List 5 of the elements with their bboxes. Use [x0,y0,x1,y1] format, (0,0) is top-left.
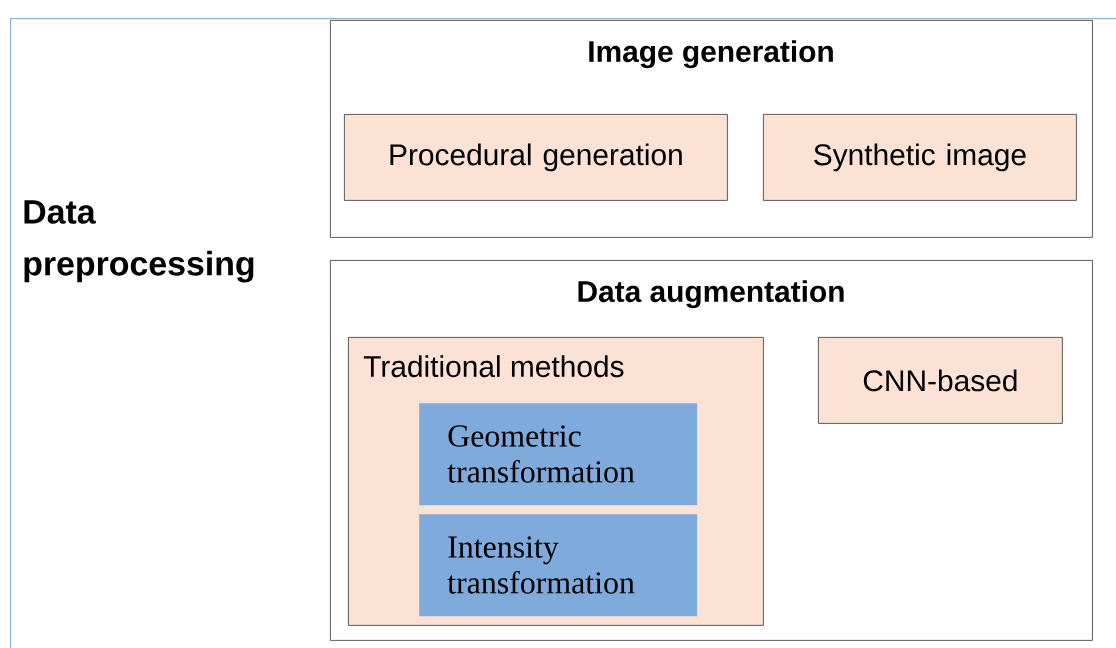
transform-box: Intensity transformation [419,514,698,617]
transform-box: Geometric transformation [419,403,698,506]
process-box: CNN-based [818,337,1063,424]
process-box: Synthetic image [763,114,1077,201]
process-box: Procedural generation [344,114,728,201]
